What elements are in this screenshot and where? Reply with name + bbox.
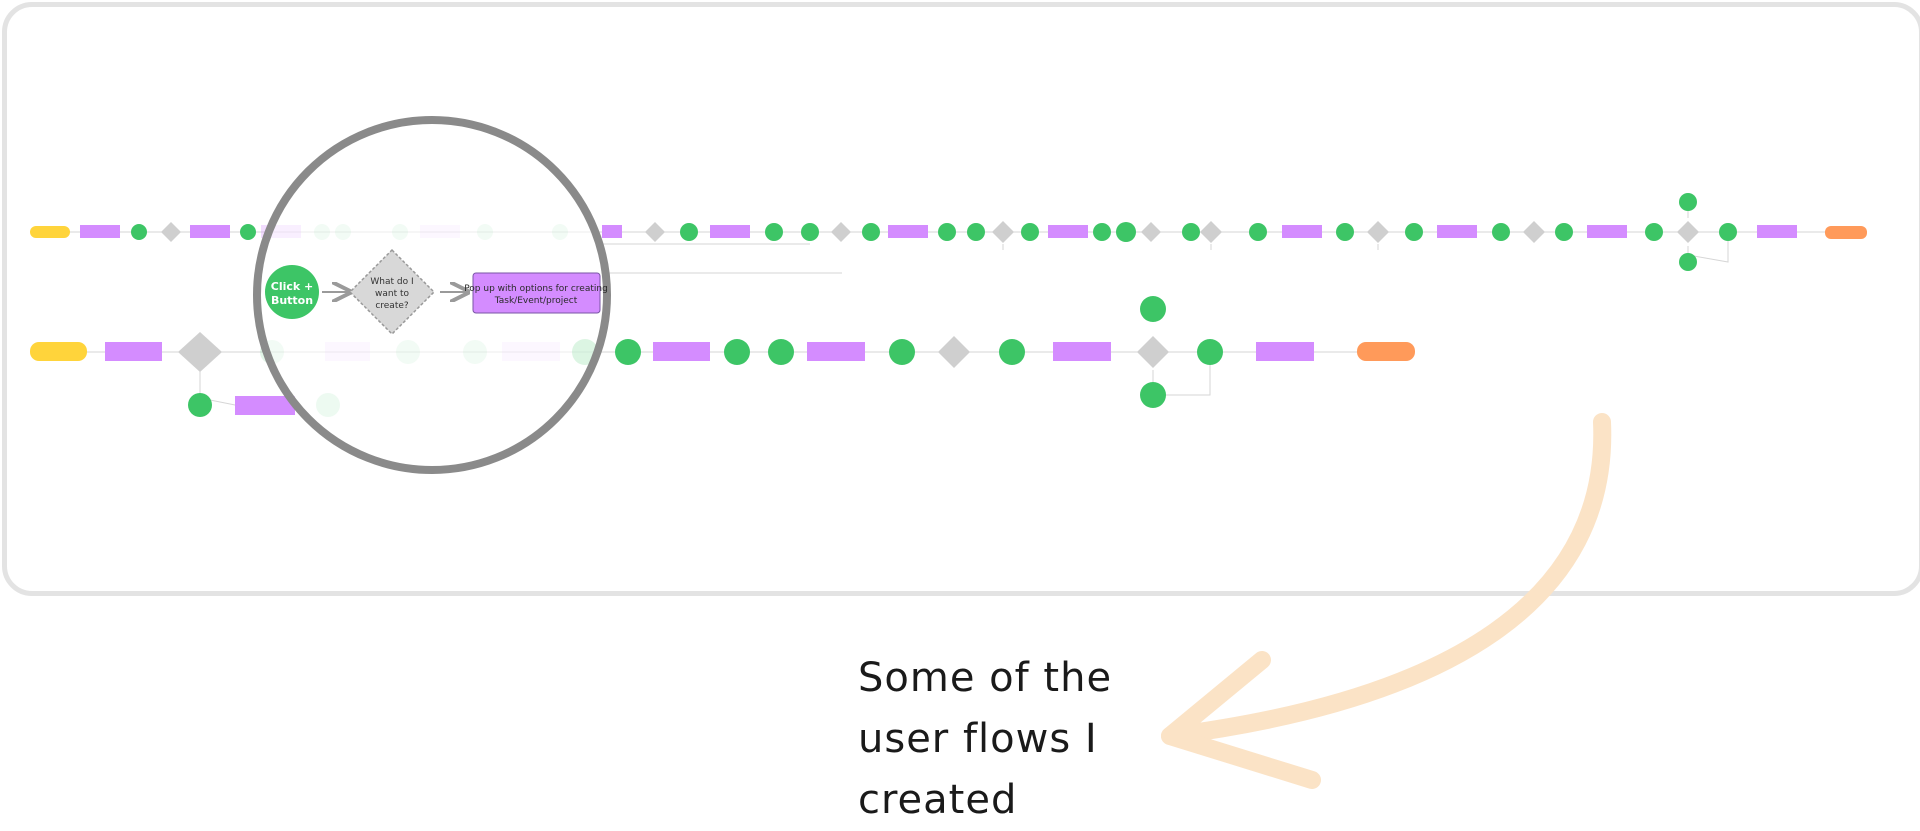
- action-node: [1679, 253, 1697, 271]
- action-node: [768, 339, 794, 365]
- decision-node: [1523, 221, 1545, 243]
- decision-node: [1367, 221, 1389, 243]
- action-node: [240, 224, 256, 240]
- process-node: [190, 225, 230, 238]
- zoom-start-label: Click +Button: [271, 280, 314, 307]
- end-terminal: [1357, 342, 1415, 361]
- process-node: [653, 342, 710, 361]
- action-node: [1249, 223, 1267, 241]
- action-node: [724, 339, 750, 365]
- action-node: [938, 223, 956, 241]
- caption-line: created: [858, 777, 1018, 823]
- process-node: [1053, 342, 1111, 361]
- action-node: [680, 223, 698, 241]
- process-node: [602, 225, 622, 238]
- caption-line: user flows I: [858, 716, 1098, 762]
- process-node: [1282, 225, 1322, 238]
- decision-node: [938, 336, 970, 368]
- action-node: [1555, 223, 1573, 241]
- action-node: [615, 339, 641, 365]
- curved-arrow-icon: [1161, 413, 1612, 789]
- decision-node: [1141, 222, 1161, 242]
- process-node: [710, 225, 750, 238]
- process-node: [80, 225, 120, 238]
- end-terminal: [1825, 226, 1867, 239]
- action-node: [1140, 296, 1166, 322]
- process-node: [1587, 225, 1627, 238]
- action-node: [1679, 193, 1697, 211]
- action-node: [188, 393, 212, 417]
- action-node: [1093, 223, 1111, 241]
- decision-node: [831, 222, 851, 242]
- zoom-popup-node: [472, 272, 601, 314]
- process-node: [888, 225, 928, 238]
- zoom-start-node: [265, 265, 319, 319]
- process-node: [1256, 342, 1314, 361]
- action-node: [1140, 382, 1166, 408]
- process-node: [1437, 225, 1477, 238]
- action-node: [1182, 223, 1200, 241]
- process-node: [1757, 225, 1797, 238]
- action-node: [1645, 223, 1663, 241]
- start-terminal: [30, 226, 70, 238]
- process-node: [105, 342, 162, 361]
- action-node: [131, 224, 147, 240]
- action-node: [1336, 223, 1354, 241]
- action-node: [1719, 223, 1737, 241]
- process-node: [235, 396, 295, 415]
- process-node: [807, 342, 865, 361]
- action-node: [801, 223, 819, 241]
- decision-node: [178, 332, 222, 372]
- start-terminal: [30, 342, 87, 361]
- zoom-decision-node: [348, 248, 436, 336]
- flow-row-2: [30, 296, 1415, 417]
- action-node: [1492, 223, 1510, 241]
- process-node: [1048, 225, 1088, 238]
- decision-node: [161, 222, 181, 242]
- action-node: [999, 339, 1025, 365]
- action-node: [1197, 339, 1223, 365]
- decision-node: [1677, 221, 1699, 243]
- decision-node: [1200, 221, 1222, 243]
- action-node: [889, 339, 915, 365]
- decision-node: [992, 221, 1014, 243]
- caption-text: Some of the user flows I created: [858, 648, 1112, 831]
- action-node: [765, 223, 783, 241]
- action-node: [862, 223, 880, 241]
- action-node: [1021, 223, 1039, 241]
- action-node: [1116, 222, 1136, 242]
- decision-node: [1137, 336, 1169, 368]
- action-node: [1405, 223, 1423, 241]
- caption-line: Some of the: [858, 655, 1113, 701]
- decision-node: [645, 222, 665, 242]
- action-node: [967, 223, 985, 241]
